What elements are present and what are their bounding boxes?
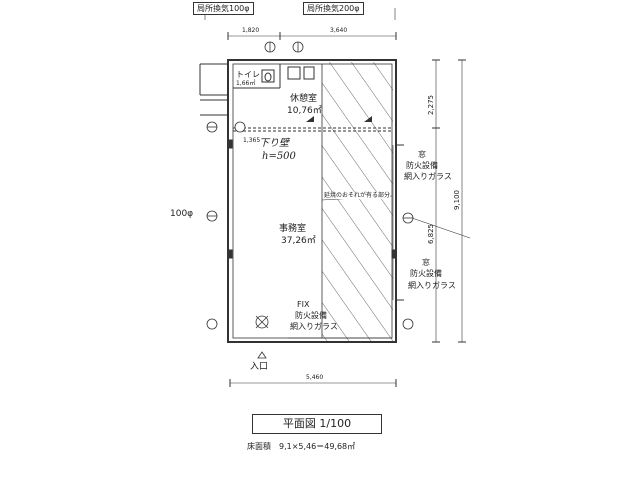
hanging-wall-mark-icon [364, 116, 372, 122]
dimension-right-upper: 2,275 [427, 95, 435, 116]
hanging-wall-height: h=500 [262, 151, 296, 162]
dimension-right-lower: 6,825 [427, 224, 435, 245]
hanging-wall-label: 下り壁 [259, 138, 289, 149]
entrance-label: 入口 [250, 362, 269, 372]
vent-label-left: 100φ [170, 209, 194, 219]
dimension-bottom: 5,460 [306, 374, 324, 381]
window2-title: 窓 [422, 258, 430, 267]
window2-line2: 網入りガラス [408, 281, 456, 290]
room-name-rest: 休憩室 [290, 94, 318, 104]
room-area-rest: 10,76㎡ [287, 106, 322, 116]
vent-symbol-icon [206, 318, 218, 330]
window1-line2: 網入りガラス [404, 172, 452, 181]
room-name-toilet: トイレ [236, 70, 260, 79]
floor-area-label: 床面積 9,1×5,46＝49,68㎡ [247, 442, 356, 451]
room-area-toilet: 1,66㎡ [236, 80, 256, 87]
direction-triangle-icon [257, 351, 267, 359]
dimension-top-left: 1,820 [242, 27, 260, 34]
vent-label-top-left: 局所換気100φ [193, 2, 254, 15]
dimension-right-total: 9,100 [453, 190, 461, 211]
drawing-title: 平面図 1/100 [252, 414, 382, 434]
dimension-inner: 1,365 [243, 137, 261, 144]
dimension-top-right: 3,640 [330, 27, 348, 34]
fix-title: FIX [297, 300, 310, 309]
window1-line1: 防火設備 [406, 161, 438, 170]
room-name-office: 事務室 [279, 224, 307, 234]
room-area-office: 37,26㎡ [281, 236, 316, 246]
hatched-zone [322, 62, 393, 342]
vent-symbol-icon [402, 318, 414, 330]
fix-line2: 網入りガラス [290, 322, 338, 331]
vent-symbol-icon [234, 121, 246, 133]
hanging-wall-mark-icon [306, 116, 314, 122]
hatched-zone-note: 延焼のおそれが有る部分 [324, 192, 391, 199]
fix-line1: 防火設備 [295, 311, 327, 320]
vent-label-top-right: 局所換気200φ [303, 2, 364, 15]
window1-title: 窓 [418, 150, 426, 159]
window2-line1: 防火設備 [410, 269, 442, 278]
